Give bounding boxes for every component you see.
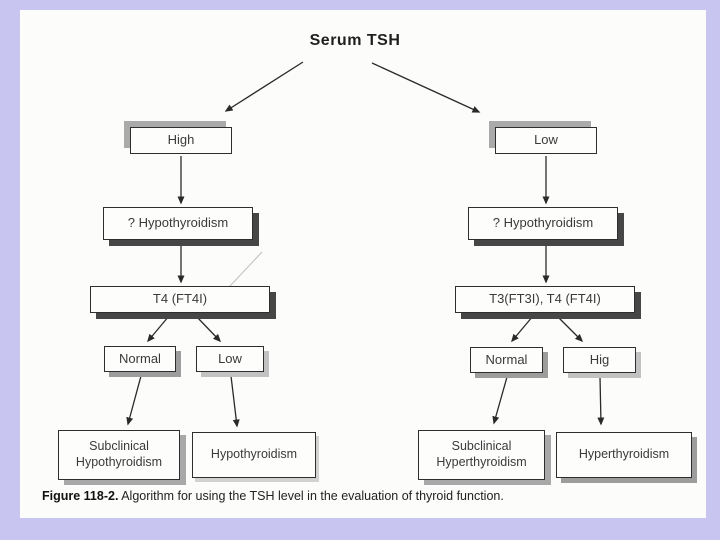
arrow-title-to-low <box>371 62 481 113</box>
arrow-t4-to-low <box>195 315 222 343</box>
figure-page: Serum TSH <box>20 10 706 518</box>
figure-caption-text: Algorithm for using the TSH level in the… <box>118 489 504 503</box>
node-subclinical-hyperthyroidism: Subclinical Hyperthyroidism <box>418 430 545 480</box>
arrow-low-to-hypothyroidism <box>230 375 240 428</box>
arrow-normal-to-subclinical-hyper <box>492 376 508 425</box>
node-query-hypothyroidism-right: ? Hypothyroidism <box>468 207 618 240</box>
node-high: High <box>130 127 232 154</box>
node-normal-right: Normal <box>470 347 543 373</box>
node-hypothyroidism: Hypothyroidism <box>192 432 316 478</box>
node-low-result: Low <box>196 346 264 372</box>
arrow-normal-to-subclinical-hypo <box>126 375 142 426</box>
figure-caption-label: Figure 118-2. <box>42 489 119 503</box>
page-title: Serum TSH <box>309 32 401 49</box>
arrow-t3-to-normal <box>511 315 534 343</box>
node-hyperthyroidism: Hyperthyroidism <box>556 432 692 478</box>
node-query-hypothyroidism-left: ? Hypothyroidism <box>103 207 253 240</box>
node-high-result-truncated: Hig <box>563 347 636 373</box>
node-t3-ft3i-t4-ft4i: T3(FT3I), T4 (FT4I) <box>455 286 635 313</box>
figure-caption: Figure 118-2. Algorithm for using the TS… <box>42 489 682 503</box>
arrow-high-to-hyperthyroidism <box>597 376 605 426</box>
node-subclinical-hypothyroidism: Subclinical Hypothyroidism <box>58 430 180 480</box>
node-low: Low <box>495 127 597 154</box>
arrow-t4-to-normal <box>147 315 170 343</box>
arrow-t3-to-high <box>556 315 584 343</box>
arrow-title-to-high <box>224 61 304 112</box>
node-t4-ft4i: T4 (FT4I) <box>90 286 270 313</box>
node-normal-left: Normal <box>104 346 176 372</box>
